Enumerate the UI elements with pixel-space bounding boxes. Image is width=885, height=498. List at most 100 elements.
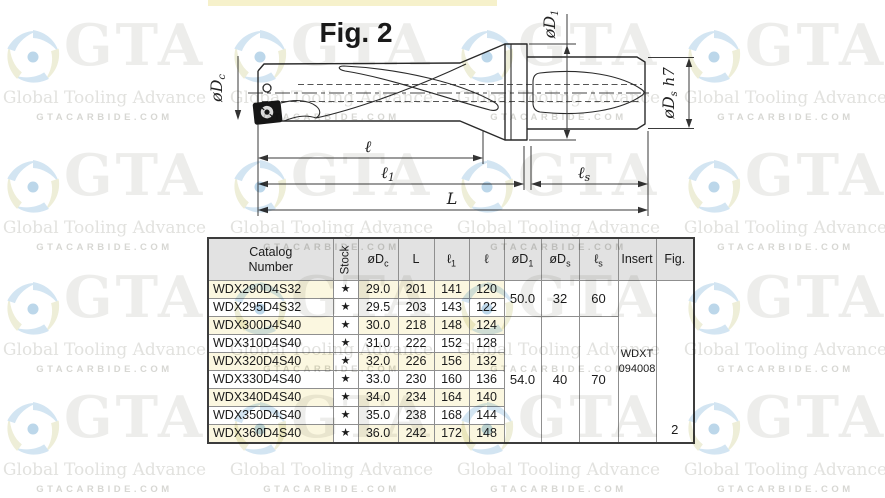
cell-l1: 172: [433, 424, 470, 444]
col-header-stock: Stock: [332, 237, 359, 281]
cell-L: 218: [397, 316, 435, 335]
stock-star: ★: [332, 424, 359, 444]
cell-d1: 54.0: [503, 316, 542, 444]
cell-dc: 29.0: [357, 280, 399, 299]
cell-l1: 164: [433, 388, 470, 407]
cell-ds: 32: [540, 280, 580, 317]
watermark-brand: GTA: [745, 264, 885, 331]
col-header-d1: øD1: [503, 237, 542, 281]
cell-fig: 2: [655, 280, 695, 444]
watermark-brand: GTA: [64, 384, 206, 451]
cell-catalog: WDX295D4S32: [207, 298, 334, 317]
cell-dc: 31.0: [357, 334, 399, 353]
watermark-tagline: Global Tooling Advance: [683, 460, 885, 480]
watermark-site: GTACARBIDE.COM: [36, 484, 173, 495]
dim-d1-arrow-bottom: [563, 130, 571, 139]
cell-L: 222: [397, 334, 435, 353]
cell-l1: 141: [433, 280, 470, 299]
dim-dc-arrow: [234, 110, 242, 120]
dim-ds-arrow-top: [685, 58, 693, 67]
gta-logo-icon: [7, 402, 60, 455]
drill-collar: [504, 43, 528, 141]
col-header-insert: Insert: [617, 237, 657, 281]
dim-d1-label: øD1: [540, 10, 561, 40]
cell-l1: 143: [433, 298, 470, 317]
cell-l: 140: [468, 388, 505, 407]
watermark-site: GTACARBIDE.COM: [263, 484, 400, 495]
drill-shank: [527, 56, 646, 130]
stock-star: ★: [332, 388, 359, 407]
dim-ls-label: ℓs: [578, 163, 591, 184]
stock-star: ★: [332, 406, 359, 425]
cell-dc: 35.0: [357, 406, 399, 425]
watermark-site: GTACARBIDE.COM: [717, 242, 854, 253]
drill-body-outline: [257, 43, 506, 141]
cell-l: 132: [468, 352, 505, 371]
stock-star: ★: [332, 334, 359, 353]
cell-dc: 34.0: [357, 388, 399, 407]
cell-l: 122: [468, 298, 505, 317]
dim-l-label: ℓ: [365, 137, 372, 156]
cell-l: 136: [468, 370, 505, 389]
watermark-site: GTACARBIDE.COM: [36, 242, 173, 253]
cell-catalog: WDX310D4S40: [207, 334, 334, 353]
cell-L: 230: [397, 370, 435, 389]
drill-insert: [252, 100, 283, 125]
col-header-ls: ℓs: [578, 237, 619, 281]
stock-star: ★: [332, 280, 359, 299]
cell-catalog: WDX300D4S40: [207, 316, 334, 335]
stock-star: ★: [332, 370, 359, 389]
watermark-site: GTACARBIDE.COM: [36, 364, 173, 375]
col-header-ds: øDs: [540, 237, 580, 281]
cell-L: 238: [397, 406, 435, 425]
col-header-fig: Fig.: [655, 237, 695, 281]
flute-leaf: [338, 65, 499, 111]
highlight-strip: [208, 0, 497, 6]
cell-dc: 29.5: [357, 298, 399, 317]
dim-d1-arrow-top: [563, 45, 571, 54]
dim-dc-label: øDc: [207, 74, 228, 103]
col-header-l: ℓ: [468, 237, 505, 281]
cell-catalog: WDX320D4S40: [207, 352, 334, 371]
stock-star: ★: [332, 352, 359, 371]
cell-catalog: WDX360D4S40: [207, 424, 334, 444]
flute-edge: [315, 63, 467, 119]
cell-l: 128: [468, 334, 505, 353]
cell-L: 226: [397, 352, 435, 371]
cell-L: 234: [397, 388, 435, 407]
cell-l1: 168: [433, 406, 470, 425]
cell-l: 144: [468, 406, 505, 425]
dim-len-label: L: [446, 189, 458, 208]
stock-star: ★: [332, 316, 359, 335]
watermark-tagline: Global Tooling Advance: [2, 340, 207, 360]
dim-ds-label: øDs h7: [659, 67, 680, 120]
col-header-l1: ℓ1: [433, 237, 470, 281]
dim-l1-label: ℓ1: [381, 163, 395, 184]
col-header-L: L: [397, 237, 435, 281]
extension-lines: [257, 43, 694, 216]
cell-catalog: WDX350D4S40: [207, 406, 334, 425]
cell-catalog: WDX340D4S40: [207, 388, 334, 407]
cell-dc: 33.0: [357, 370, 399, 389]
cell-dc: 30.0: [357, 316, 399, 335]
figure-title: Fig. 2: [319, 17, 392, 48]
watermark-brand: GTA: [64, 264, 206, 331]
cell-ls: 60: [578, 280, 619, 317]
drill-figure: øDc øD1 øDs h7 ℓ ℓ1 ℓs L Fig. 2: [207, 10, 694, 216]
watermark-brand: GTA: [745, 384, 885, 451]
cell-dc: 36.0: [357, 424, 399, 444]
watermark-tagline: Global Tooling Advance: [2, 460, 207, 480]
dim-ds-arrow-bottom: [685, 119, 693, 128]
cell-dc: 32.0: [357, 352, 399, 371]
